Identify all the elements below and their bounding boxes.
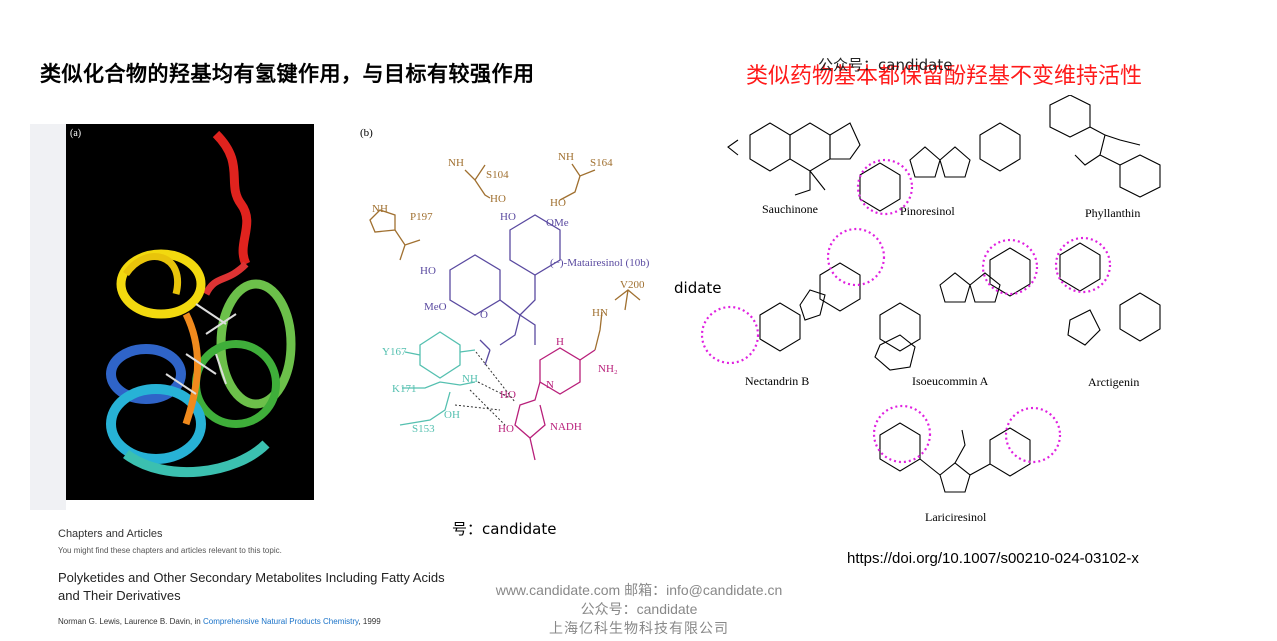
svg-text:NH: NH (372, 203, 388, 215)
svg-text:H: H (556, 336, 564, 348)
compound-name-isoeucommin-a: Isoeucommin A (912, 374, 989, 388)
svg-text:HO: HO (500, 389, 516, 401)
slide-heading-right: 类似药物基本都保留酚羟基不变维持活性 (746, 64, 1143, 89)
svg-text:MeO: MeO (424, 301, 447, 313)
svg-text:S104: S104 (486, 169, 509, 181)
footer-wechat: 公众号：candidate (580, 601, 698, 617)
compound-name-lariciresinol: Lariciresinol (925, 510, 987, 524)
reference-title[interactable]: Polyketides and Other Secondary Metaboli… (58, 570, 445, 603)
svg-text:K171: K171 (392, 383, 416, 395)
watermark-top: 公众号：candidate (818, 56, 953, 74)
compound-name-arctigenin: Arctigenin (1088, 375, 1139, 389)
svg-text:HO: HO (498, 423, 514, 435)
panel-a-label: (a) (70, 128, 81, 139)
protein-ribbon-image: (a) (66, 124, 314, 500)
svg-text:S164: S164 (590, 157, 613, 169)
compound-name-nectandrin-b: Nectandrin B (745, 374, 809, 388)
svg-text:NH: NH (558, 151, 574, 163)
watermark-fragment-left: didate (674, 279, 722, 297)
svg-text:NADH: NADH (550, 421, 582, 433)
doi-link[interactable]: https://doi.org/10.1007/s00210-024-03102… (847, 550, 1139, 567)
protein-ribbon-drawing: (a) (70, 128, 296, 478)
reference-source-link[interactable]: Comprehensive Natural Products Chemistry (202, 617, 359, 626)
svg-text:O: O (480, 309, 488, 321)
svg-text:NH₂: NH₂ (598, 363, 618, 375)
compound-name-pinoresinol: Pinoresinol (900, 204, 955, 218)
compound-structures: Sauchinone Pinoresinol Phyllanthin Necta… (700, 95, 1161, 524)
image-margin (30, 124, 66, 510)
slide-heading-left: 类似化合物的羟基均有氢键作用，与目标有较强作用 (40, 62, 535, 86)
watermark-fragment-mid: 号：candidate (452, 520, 557, 538)
reference-card: Chapters and Articles You might find the… (58, 528, 458, 626)
phenol-highlight-circles (700, 158, 1112, 464)
svg-text:N: N (546, 379, 554, 391)
svg-text:OMe: OMe (546, 217, 569, 229)
footer-company: 上海亿科生物科技有限公司 (549, 620, 729, 636)
svg-text:HO: HO (420, 265, 436, 277)
reference-year: , 1999 (358, 617, 381, 626)
svg-text:NH: NH (462, 373, 478, 385)
svg-text:P197: P197 (410, 211, 433, 223)
binding-site-diagram: (b) NH S104 NH S164 NH P197 V200 HN HO H… (360, 127, 650, 461)
svg-text:HO: HO (550, 197, 566, 209)
svg-text:HN: HN (592, 307, 608, 319)
compound-name-sauchinone: Sauchinone (762, 202, 818, 216)
panel-b-label: (b) (360, 127, 373, 139)
reference-section: Chapters and Articles (58, 528, 163, 540)
svg-text:S153: S153 (412, 423, 435, 435)
svg-text:Y167: Y167 (382, 346, 407, 358)
compound-name-phyllanthin: Phyllanthin (1085, 206, 1140, 220)
reference-citation: Norman G. Lewis, Laurence B. Davin, in C… (58, 617, 458, 626)
svg-text:OH: OH (444, 409, 460, 421)
reference-subtitle: You might find these chapters and articl… (58, 546, 282, 555)
svg-text:HO: HO (500, 211, 516, 223)
svg-text:HO: HO (490, 193, 506, 205)
svg-text:V200: V200 (620, 279, 645, 291)
reference-authors: Norman G. Lewis, Laurence B. Davin, in (58, 617, 201, 626)
footer-contact: www.candidate.com 邮箱：info@candidate.cn (495, 582, 783, 598)
svg-text:NH: NH (448, 157, 464, 169)
ligand-label: (−)-Matairesinol (10b) (550, 257, 650, 269)
